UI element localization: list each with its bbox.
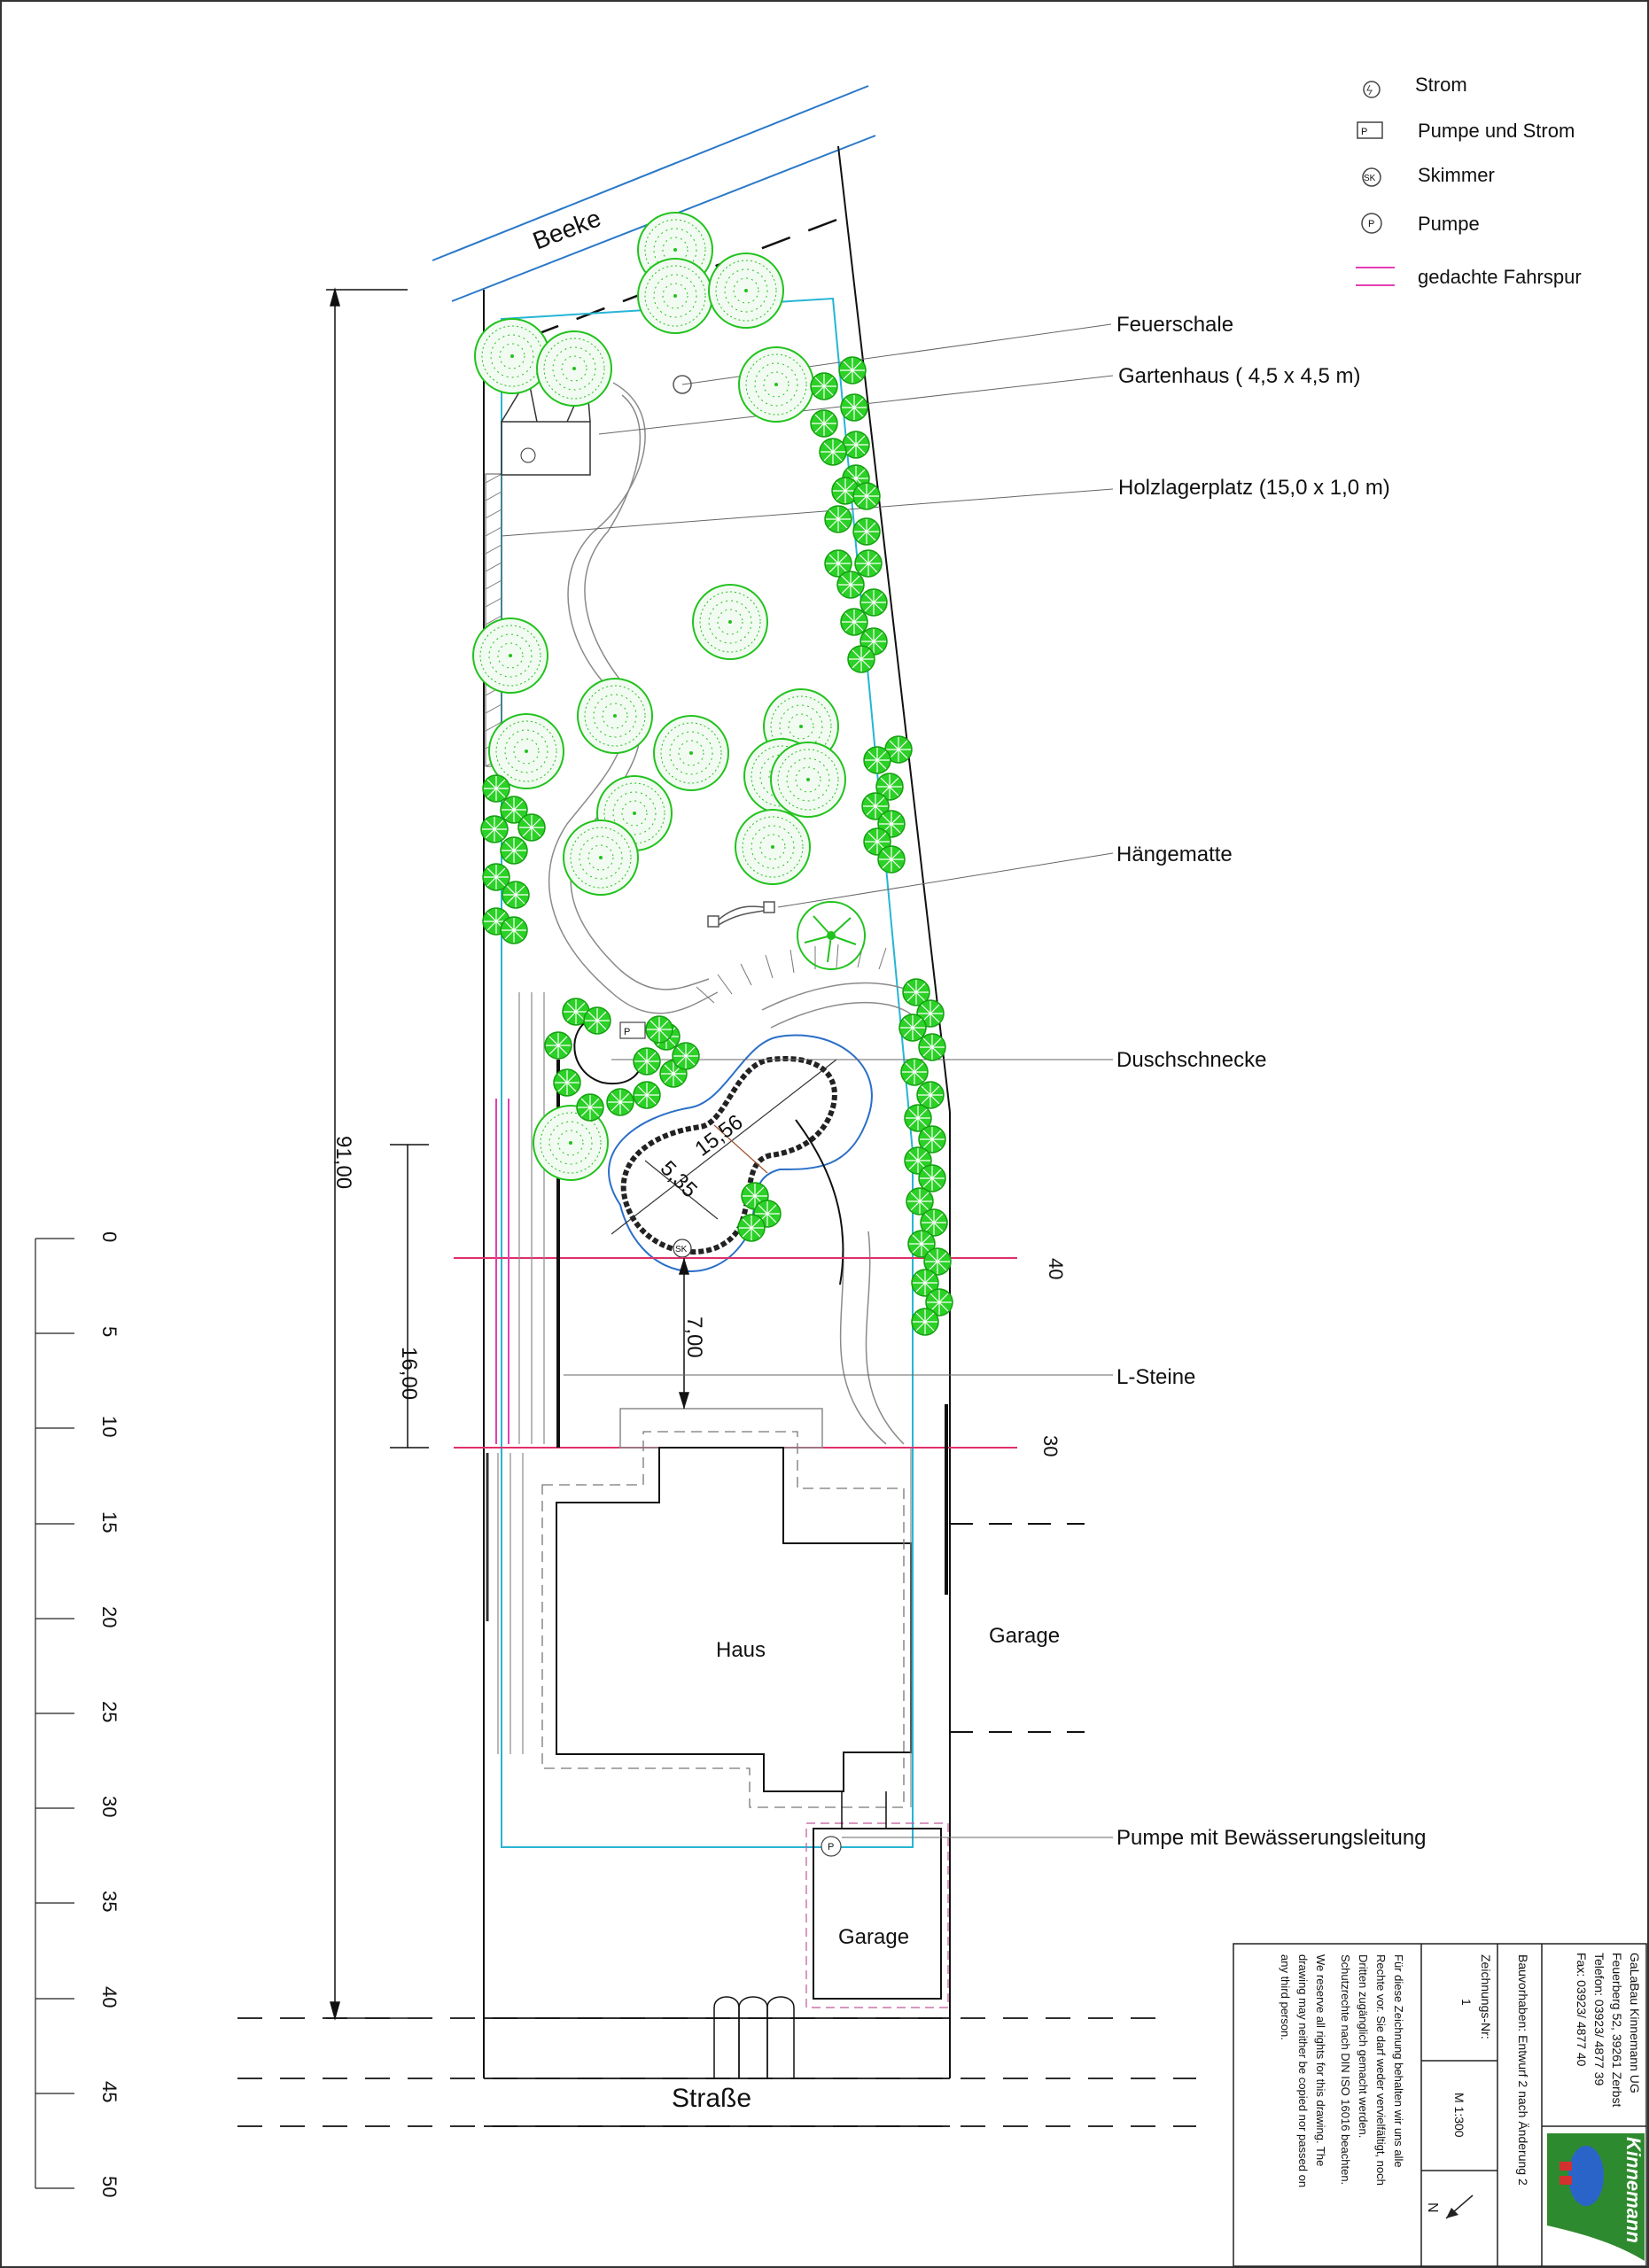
dim-total: 91,00 <box>331 1136 355 1189</box>
legend: Strom P Pumpe und Strom SK Skimmer P Pum… <box>1356 74 1582 288</box>
scale-tick-5: 5 <box>98 1326 121 1337</box>
title-disclaimer: Für diese Zeichnung behalten wir uns all… <box>1279 1954 1405 2187</box>
title-massstab: M 1:300 <box>1452 2093 1466 2138</box>
scale-tick-15: 15 <box>98 1511 121 1533</box>
strom-icon <box>1363 81 1381 98</box>
side-lines <box>497 992 545 1754</box>
pumpe-leitung-label: Pumpe mit Bewässerungsleitung <box>1116 1826 1427 1850</box>
svg-text:We reserve all rights for this: We reserve all rights for this drawing. … <box>1314 1954 1327 2166</box>
holzlager-label: Holzlagerplatz (15,0 x 1,0 m) <box>1118 476 1390 500</box>
dimension-total <box>326 287 408 2021</box>
fahrspur-lines <box>495 1099 509 1444</box>
feuerschale <box>673 375 692 394</box>
svg-text:N: N <box>1425 2202 1440 2213</box>
scale-tick-20: 20 <box>98 1606 121 1627</box>
strasse-label: Straße <box>672 2084 751 2113</box>
title-block <box>1233 1943 1647 2267</box>
scale-tick-30: 30 <box>98 1796 121 1817</box>
skimmer-symbol: SK <box>673 1239 692 1258</box>
company-logo: Kinnemann <box>1547 2133 1645 2261</box>
duschschnecke-label: Duschschnecke <box>1116 1048 1266 1072</box>
curve-rays <box>696 944 887 1004</box>
pumpe-strom-icon: P <box>1357 121 1383 139</box>
haus-label: Haus <box>716 1638 766 1662</box>
property <box>483 145 951 2078</box>
pumpe-symbol: P <box>821 1836 842 1857</box>
gate <box>713 1996 795 2078</box>
garage-right: Garage <box>950 1523 1085 1733</box>
level-30: 30 <box>1039 1435 1062 1456</box>
street <box>237 2017 1196 2127</box>
svg-text:Für diese Zeichnung behalten w: Für diese Zeichnung behalten wir uns all… <box>1392 1954 1405 2168</box>
pond: 15,56 5,35 SK <box>573 1018 873 1285</box>
scale-labels: 0 5 10 15 20 25 30 35 40 45 50 <box>98 1231 121 2197</box>
scale-tick-25: 25 <box>98 1701 121 1722</box>
lsteine-label: L-Steine <box>1116 1365 1195 1389</box>
title-project: Bauvorhaben: Entwurf 2 nach Änderung 2 <box>1516 1954 1530 2186</box>
title-zeichnungs-label: Zeichnungs-Nr: <box>1479 1954 1493 2039</box>
svg-text:GaLaBau Kinnemann UG: GaLaBau Kinnemann UG <box>1628 1953 1642 2093</box>
svg-text:Telefon: 03923/ 4877 39: Telefon: 03923/ 4877 39 <box>1592 1953 1606 2085</box>
scale-tick-0: 0 <box>98 1231 121 1242</box>
pumpe-icon: P <box>1361 213 1382 234</box>
garage-bottom-label: Garage <box>838 1925 909 1949</box>
solitary-tree <box>797 901 866 970</box>
svg-text:Rechte vor. Sie darf weder ver: Rechte vor. Sie darf weder vervielfältig… <box>1374 1954 1388 2186</box>
svg-text:drawing may neither be copied: drawing may neither be copied nor passed… <box>1296 1954 1310 2187</box>
level-lines: 40 30 <box>454 1257 1067 1456</box>
scale-tick-45: 45 <box>98 2081 121 2102</box>
svg-text:Kinnemann: Kinnemann <box>1622 2137 1645 2243</box>
title-zeichnungs-nr: 1 <box>1459 1999 1474 2006</box>
dim-sixteen: 16,00 <box>397 1347 421 1400</box>
garage-right-label: Garage <box>989 1624 1060 1648</box>
dim-pond-short: 5,35 <box>656 1156 702 1202</box>
haengematte-label: Hängematte <box>1116 843 1233 866</box>
svg-text:SK: SK <box>1364 174 1376 183</box>
scale-tick-35: 35 <box>98 1891 121 1912</box>
skimmer-icon: SK <box>1362 167 1381 187</box>
haengematte <box>707 901 775 928</box>
svg-text:SK: SK <box>675 1245 688 1254</box>
svg-text:Fax: 03923/ 4877 40: Fax: 03923/ 4877 40 <box>1575 1953 1589 2067</box>
title-company: GaLaBau Kinnemann UG Feuerberg 52, 39261… <box>1575 1953 1642 2107</box>
dimension-seven <box>678 1257 690 1410</box>
svg-text:any third person.: any third person. <box>1279 1954 1292 2040</box>
legend-fahrspur: gedachte Fahrspur <box>1418 266 1582 288</box>
dimension-sixteen <box>390 1144 429 1449</box>
svg-text:P: P <box>1361 127 1367 137</box>
hedge-shrubs <box>480 356 953 1336</box>
legend-strom: Strom <box>1415 74 1467 96</box>
svg-text:P: P <box>1368 219 1374 229</box>
fahrspur-icon <box>1356 267 1395 286</box>
pumpe-strom-symbol: P <box>619 1021 646 1039</box>
beeke-label: Beeke <box>529 204 604 254</box>
north-arrow: N <box>1425 2194 1474 2219</box>
scale-tick-50: 50 <box>98 2176 121 2197</box>
feuerschale-label: Feuerschale <box>1116 313 1233 337</box>
svg-text:Feuerberg 52, 39261 Zerbst: Feuerberg 52, 39261 Zerbst <box>1610 1953 1624 2107</box>
garage-bottom: Garage P <box>805 1791 949 2008</box>
legend-pumpe-strom: Pumpe und Strom <box>1418 120 1575 142</box>
svg-text:Dritten zugänglich gemacht wer: Dritten zugänglich gemacht werden. <box>1357 1954 1370 2138</box>
legend-skimmer: Skimmer <box>1418 164 1495 186</box>
svg-text:Schutzrechte nach DIN ISO 1601: Schutzrechte nach DIN ISO 16016 beachten… <box>1339 1954 1352 2185</box>
scale-tick-40: 40 <box>98 1986 121 2008</box>
scale-bar <box>35 1238 74 2189</box>
svg-text:P: P <box>624 1027 630 1037</box>
svg-text:P: P <box>828 1842 834 1852</box>
level-40: 40 <box>1045 1258 1067 1279</box>
dim-seven: 7,00 <box>682 1317 706 1358</box>
scale-tick-10: 10 <box>98 1416 121 1437</box>
legend-pumpe: Pumpe <box>1418 213 1480 235</box>
haus: Haus <box>541 1408 912 1808</box>
gartenhaus-label: Gartenhaus ( 4,5 x 4,5 m) <box>1118 364 1360 388</box>
